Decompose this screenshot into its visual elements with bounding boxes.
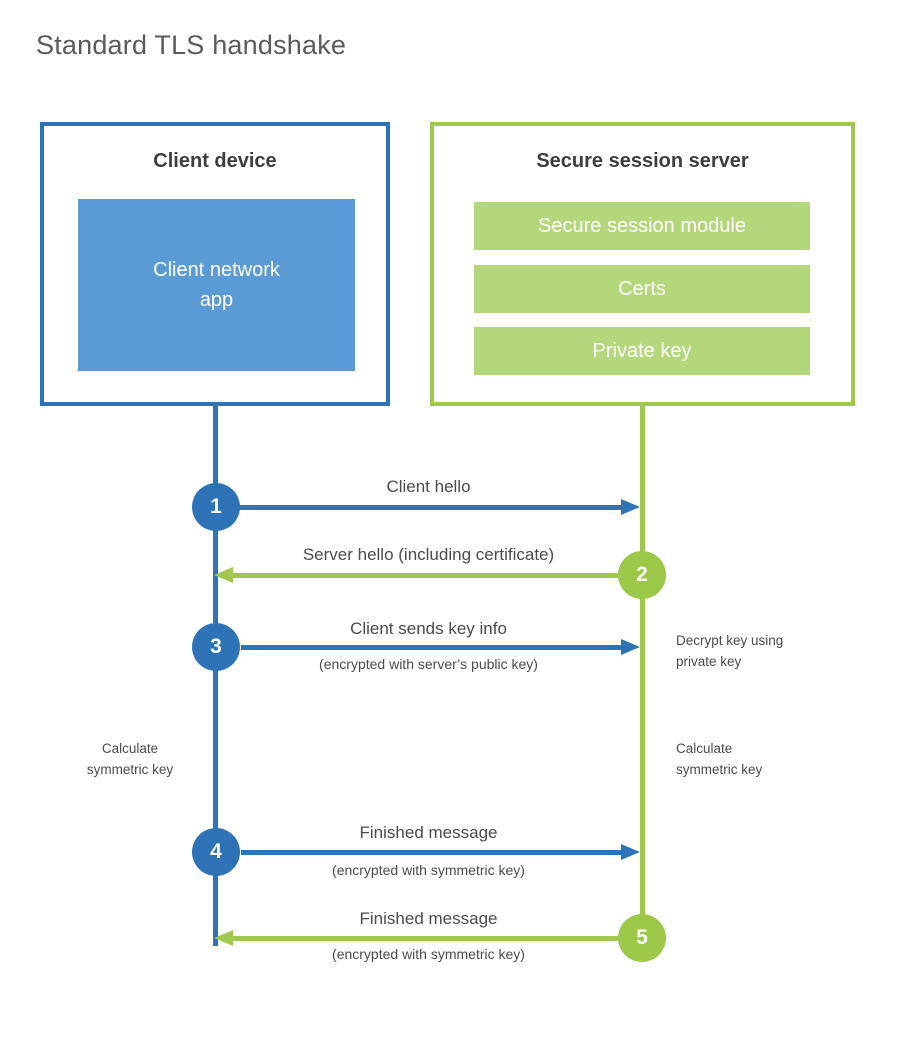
step-4-circle: 4 bbox=[192, 828, 240, 876]
step-1-number: 1 bbox=[210, 495, 222, 518]
step-1-circle: 1 bbox=[192, 483, 240, 531]
message-3-arrowhead-icon bbox=[621, 639, 640, 655]
message-3-sublabel: (encrypted with server’s public key) bbox=[319, 656, 538, 672]
message-5-label: Finished message bbox=[359, 909, 498, 928]
message-2-arrowhead-icon bbox=[214, 567, 233, 583]
step-4-number: 4 bbox=[210, 840, 222, 863]
client-device-box: Client device Client network app bbox=[40, 122, 390, 406]
step-5-circle: 5 bbox=[618, 914, 666, 962]
message-2-line bbox=[233, 573, 618, 578]
step-5-number: 5 bbox=[636, 926, 648, 949]
secure-session-server-box: Secure session server Secure session mod… bbox=[430, 122, 855, 406]
page-title: Standard TLS handshake bbox=[36, 30, 347, 60]
message-5-line bbox=[233, 936, 618, 941]
note-calculate-symmetric-key-server: Calculate symmetric key bbox=[676, 741, 763, 777]
note-decrypt-key: Decrypt key using private key bbox=[676, 633, 784, 669]
secure-session-server-title: Secure session server bbox=[536, 150, 749, 172]
message-1-line bbox=[239, 505, 621, 510]
message-1-arrowhead-icon bbox=[621, 499, 640, 515]
server-module-secure-session-module: Secure session module bbox=[474, 202, 810, 250]
message-3-label: Client sends key info bbox=[350, 619, 507, 638]
client-lifeline bbox=[213, 406, 218, 946]
message-4-arrowhead-icon bbox=[621, 844, 640, 860]
step-2-circle: 2 bbox=[618, 551, 666, 599]
client-device-title: Client device bbox=[153, 150, 277, 172]
message-4-line bbox=[241, 850, 621, 855]
message-1-label: Client hello bbox=[386, 477, 471, 496]
client-network-app-box: Client network app bbox=[78, 199, 355, 371]
server-module-private-key: Private key bbox=[474, 327, 810, 375]
server-module-certs: Certs bbox=[474, 265, 810, 313]
message-4-sublabel: (encrypted with symmetric key) bbox=[332, 862, 525, 878]
message-5-arrowhead-icon bbox=[214, 930, 233, 946]
step-3-circle: 3 bbox=[192, 623, 240, 671]
message-4-label: Finished message bbox=[359, 823, 498, 842]
client-network-app-label: Client network app bbox=[153, 259, 280, 311]
note-calculate-symmetric-key-client: Calculate symmetric key bbox=[86, 741, 174, 777]
message-2-label: Server hello (including certificate) bbox=[302, 545, 555, 564]
step-3-number: 3 bbox=[210, 635, 222, 658]
message-3-line bbox=[241, 645, 621, 650]
server-lifeline bbox=[640, 406, 645, 938]
step-2-number: 2 bbox=[636, 563, 648, 586]
message-5-sublabel: (encrypted with symmetric key) bbox=[332, 946, 525, 962]
